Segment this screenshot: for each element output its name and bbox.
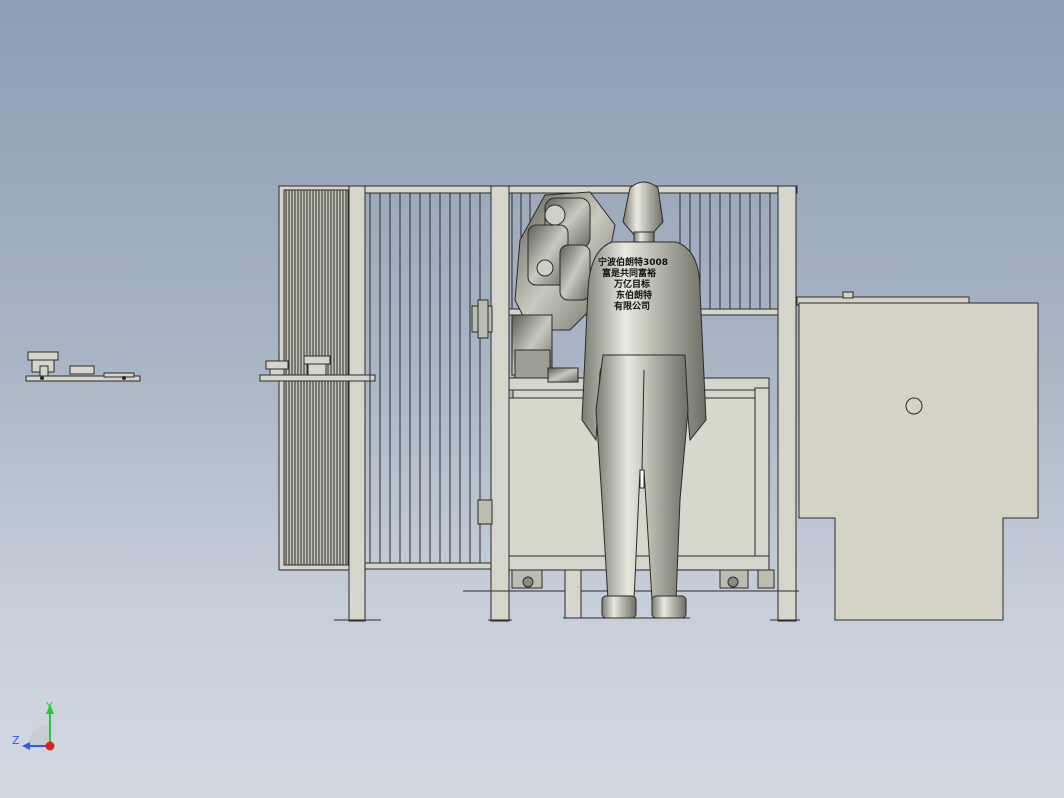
infeed-conveyor	[259, 355, 376, 382]
mannequin-figure	[581, 181, 707, 619]
right-cabinet	[796, 291, 1039, 621]
axis-triad: Y Z	[12, 700, 55, 751]
z-axis-label: Z	[12, 734, 20, 747]
jacket-line-4: 东伯朗特	[616, 289, 652, 301]
jacket-line-5: 有限公司	[614, 300, 650, 312]
triad-plane-icon	[28, 724, 50, 746]
fence-fixtures	[471, 299, 493, 525]
jacket-line-2: 富是共同富裕	[602, 267, 656, 279]
x-axis-dot-icon	[45, 741, 55, 751]
jacket-line-3: 万亿目标	[613, 278, 650, 290]
y-axis-label: Y	[45, 700, 53, 713]
jacket-text: 宁波伯朗特3008 富是共同富裕 万亿目标 东伯朗特 有限公司	[598, 256, 668, 312]
left-conveyor	[25, 351, 141, 382]
left-fence-panel	[278, 185, 381, 622]
jacket-line-1: 宁波伯朗特3008	[598, 256, 668, 268]
